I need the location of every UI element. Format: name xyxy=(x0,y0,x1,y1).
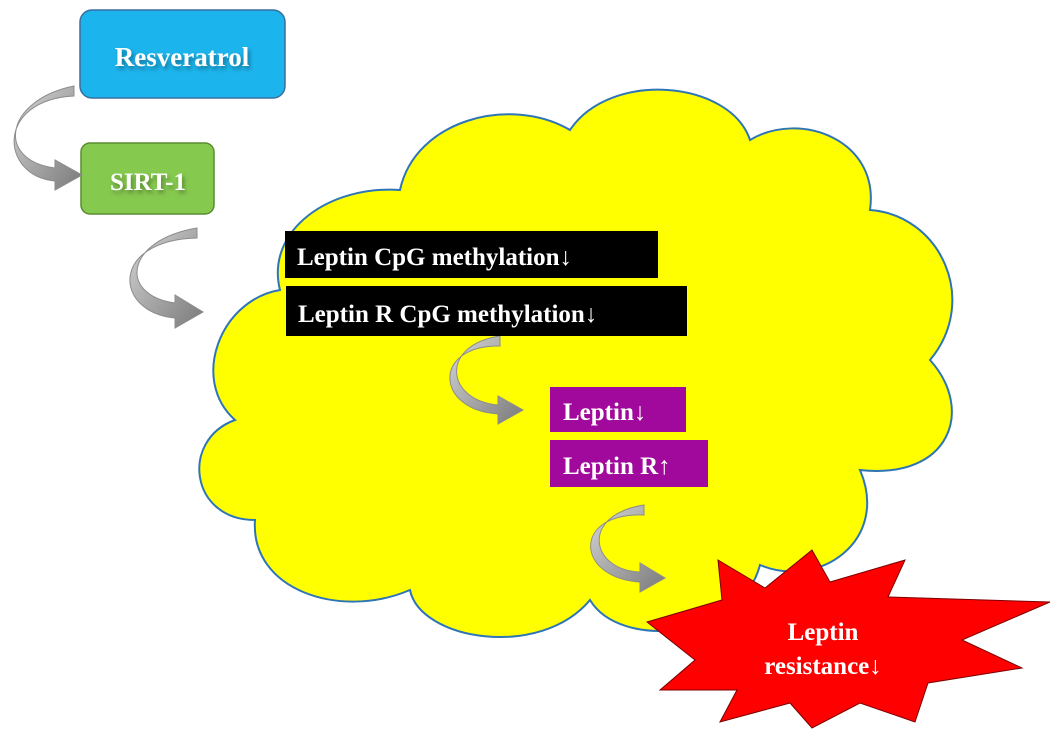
leptin-resistance-line2: resistance↓ xyxy=(764,653,882,680)
curved-arrow-icon xyxy=(449,335,525,425)
leptin-cpg-methylation-label: Leptin CpG methylation↓ xyxy=(297,244,572,271)
resveratrol-node: Resveratrol xyxy=(79,9,286,99)
arrow-resveratrol-to-sirt1 xyxy=(13,85,84,191)
curved-arrow-icon xyxy=(129,227,204,329)
sirt1-label: SIRT-1 xyxy=(110,169,186,196)
arrow-sirt1-to-cloud xyxy=(129,227,204,329)
leptin-r-node: Leptin R↑ xyxy=(550,440,708,487)
resveratrol-label: Resveratrol xyxy=(115,42,250,72)
arrow-leptin-to-resistance xyxy=(590,504,666,593)
leptin-r-cpg-methylation-label: Leptin R CpG methylation↓ xyxy=(298,301,597,328)
leptin-resistance-line1: Leptin xyxy=(788,619,859,646)
leptin-label: Leptin↓ xyxy=(563,399,646,426)
cloud-shape xyxy=(198,88,954,638)
leptin-r-label: Leptin R↑ xyxy=(563,453,671,480)
arrow-methylation-to-leptin xyxy=(449,335,525,425)
leptin-node: Leptin↓ xyxy=(550,387,686,432)
sirt1-node: SIRT-1 xyxy=(80,142,215,215)
leptin-cpg-methylation-node: Leptin CpG methylation↓ xyxy=(285,231,658,278)
leptin-r-cpg-methylation-node: Leptin R CpG methylation↓ xyxy=(286,286,687,336)
curved-arrow-icon xyxy=(13,85,84,191)
leptin-resistance-starburst: Leptin resistance↓ xyxy=(645,549,1051,729)
curved-arrow-icon xyxy=(590,504,666,593)
